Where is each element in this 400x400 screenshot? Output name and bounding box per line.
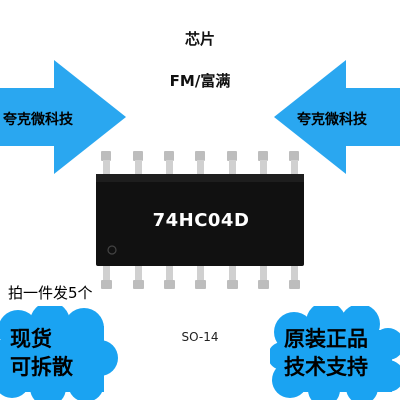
chip-bottom-pins [101, 266, 300, 289]
right-arrow-label: 夸克微科技 [297, 112, 367, 128]
promo-text: 拍一件发5个 [8, 284, 93, 302]
chip-top-pins [101, 151, 299, 174]
brand-label: FM/富满 [169, 72, 231, 90]
chip-body [96, 174, 304, 266]
package-type: SO-14 [181, 330, 219, 344]
left-arrow-icon [0, 60, 126, 174]
right-arrow-icon [274, 60, 400, 174]
left-cloud-line-2: 可拆散 [10, 355, 73, 379]
right-cloud-line-1: 原装正品 [284, 327, 368, 351]
right-cloud-line-2: 技术支持 [284, 355, 368, 379]
page-title: 芯片 [184, 30, 215, 48]
pin1-marker [107, 245, 117, 255]
left-cloud-line-1: 现货 [10, 327, 52, 351]
left-cloud-shape [0, 306, 118, 400]
chip-part-number: 74HC04D [152, 210, 250, 231]
right-cloud-shape [270, 306, 400, 400]
left-arrow-label: 夸克微科技 [3, 112, 73, 128]
